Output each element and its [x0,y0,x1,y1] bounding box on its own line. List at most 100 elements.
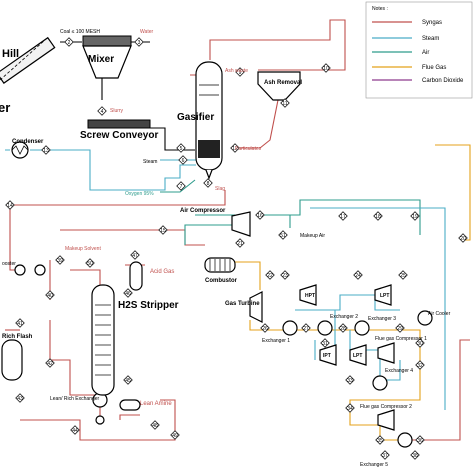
stripper-shell [91,284,115,396]
svg-text:9: 9 [239,70,242,76]
ash-syngas-pipe [240,99,279,149]
svg-text:Syngas: Syngas [422,20,442,26]
air-compressor [231,211,251,237]
svg-text:32: 32 [417,363,423,369]
exchanger-4-label: Exchanger 4 [385,368,413,374]
ipt-label: IPT [323,353,331,359]
lean-rich-pipe [20,399,176,441]
air-compressor-label: Air Compressor [180,208,226,214]
stream-tag: 47 [130,250,140,260]
slag-label: Slag [215,186,225,192]
stream-tag: 12 [230,143,240,153]
svg-text:30: 30 [417,341,423,347]
slurry-label: Slurry [110,108,124,114]
makeup-solvent-label: Makeup Solvent [65,246,101,252]
svg-text:28: 28 [340,326,346,332]
stream-tag: 50 [85,258,95,268]
stream-tag: 38 [410,450,420,460]
stream-tag: 28 [338,323,348,333]
svg-text:7: 7 [180,184,183,190]
stream-tag: 37 [380,450,390,460]
mill-conveyor [0,36,56,84]
exchanger-2-label: Exchanger 2 [330,314,358,320]
svg-text:35: 35 [377,438,383,444]
stream-tag: 30 [415,338,425,348]
ash-removal [257,71,301,101]
svg-text:21: 21 [237,241,243,247]
stream-tag: 6 [178,155,188,165]
makeup-solvent-pipe [70,269,101,285]
svg-text:14: 14 [7,203,13,209]
svg-text:42: 42 [47,361,53,367]
labels: Hill er Mixer Screw Conveyor Gasifier As… [0,29,451,468]
svg-text:33: 33 [347,378,353,384]
svg-text:4: 4 [101,109,104,115]
exchanger-2 [317,320,333,336]
stream-tag: 7 [176,181,186,191]
h2s-stripper-label: H2S Stripper [118,300,179,311]
svg-text:29: 29 [397,326,403,332]
svg-text:11: 11 [282,101,287,107]
gas-turbine-unit [249,291,263,323]
ipt-unit [319,344,337,366]
svg-text:Steam: Steam [422,36,439,42]
stream-tag: 35 [375,435,385,445]
stream-tag: 45 [123,375,133,385]
air-cooler-unit [417,310,433,326]
combustor-label: Combustor [205,278,238,284]
pipes [5,19,471,441]
svg-text:24: 24 [355,273,361,279]
gasifier-label: Gasifier [177,112,214,123]
booster-pump [34,264,46,276]
svg-text:45: 45 [125,378,131,384]
reflux-drum [129,261,143,291]
steam-turbines-pipe [295,294,401,381]
svg-text:18: 18 [375,214,381,220]
svg-text:13: 13 [43,148,49,154]
ash-waste-label: Ash waste [225,68,248,74]
coal-label: Coal ≤ 100 MESH [60,29,100,35]
svg-text:38: 38 [412,453,418,459]
svg-text:15: 15 [160,228,166,234]
stream-tag: 5 [176,143,186,153]
rich-flash-label: Rich Flash [2,334,33,340]
svg-text:31: 31 [322,341,328,347]
svg-text:6: 6 [182,158,185,164]
svg-text:3: 3 [138,40,141,46]
stream-tag: 22 [265,270,275,280]
hpt-label: HPT [305,293,315,299]
stream-tags: 2 3 4 5 6 7 8 9 10 11 12 13 14 15 16 17 … [5,37,468,460]
stream-tag: 10 [321,63,331,73]
svg-text:22: 22 [267,273,273,279]
svg-text:46: 46 [125,291,131,297]
mill-hatch-line [0,39,46,81]
clean-syngas-pipe [60,229,205,246]
stream-tag: 23 [280,270,290,280]
ash-removal-label: Ash Removal [264,80,302,86]
svg-text:39: 39 [57,258,63,264]
svg-text:12: 12 [232,146,238,152]
lpt-label: LPT [380,293,389,299]
stream-tag: 48 [150,420,160,430]
lpt-unit [374,284,392,306]
stream-tag: 26 [260,323,270,333]
lpt2-unit [349,344,367,366]
svg-text:17: 17 [340,214,346,220]
fg-compressor-2 [377,409,395,431]
hill-label: Hill [2,48,19,60]
svg-text:Carbon Dioxide: Carbon Dioxide [422,78,464,84]
stream-tag: 2 [64,37,74,47]
stream-tag: 25 [398,270,408,280]
legend-item: Steam [372,36,439,42]
lean-amine-label: Lean Amine [140,401,172,407]
er-label: er [0,100,10,115]
stream-tag: 14 [5,200,15,210]
stream-tag: 16 [255,210,265,220]
stream-tag: 8 [203,178,213,188]
svg-text:25: 25 [400,273,406,279]
svg-text:47: 47 [132,253,138,259]
svg-text:8: 8 [207,181,210,187]
screw-conveyor [87,119,151,129]
legend-title: Notes : [372,6,388,12]
